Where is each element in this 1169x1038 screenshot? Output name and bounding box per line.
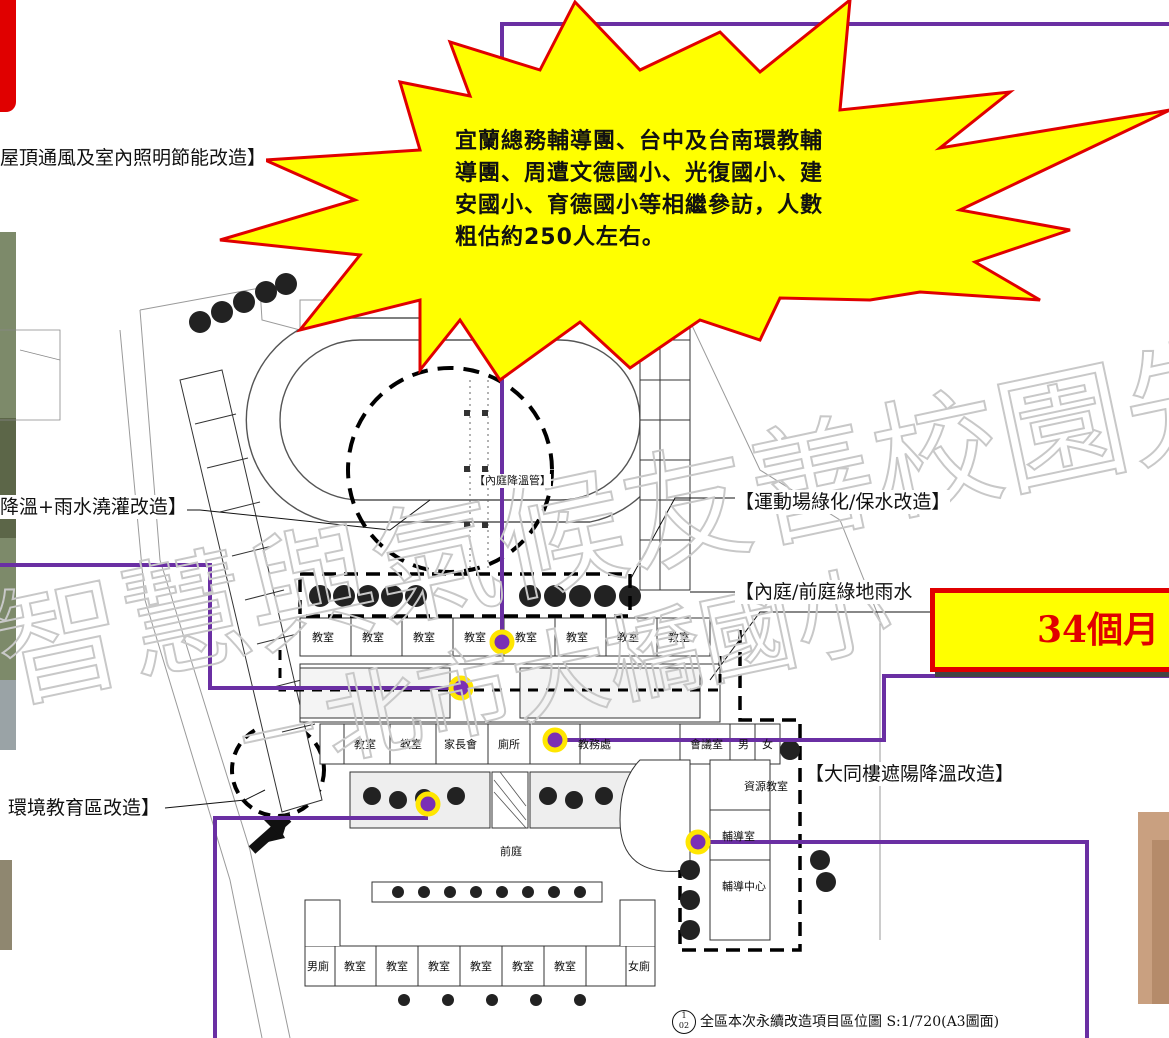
left-wing-building xyxy=(179,369,323,813)
room-label: 教室 xyxy=(512,959,534,973)
courtyard-label: 前庭 xyxy=(500,844,522,858)
label-roof-ventilation: 屋頂通風及室內照明節能改造】 xyxy=(0,146,267,170)
inner-cooling-zone xyxy=(346,366,554,574)
room-label: 教室 xyxy=(470,959,492,973)
env-edu-zone xyxy=(230,722,326,818)
room-label: 女廁 xyxy=(628,959,650,973)
room-label: 教室 xyxy=(386,959,408,973)
label-cooling-rain: 降溫+雨水澆灌改造】 xyxy=(0,495,187,519)
room-label: 教室 xyxy=(515,630,537,644)
room-label: 教室 xyxy=(354,737,376,751)
room-label: 男 xyxy=(738,738,749,751)
label-env-edu: 環境教育區改造】 xyxy=(8,796,161,820)
side-building xyxy=(709,759,771,941)
marker-env-edu[interactable] xyxy=(415,791,441,817)
bottom-classroom-row xyxy=(304,945,656,987)
marker-cooling[interactable] xyxy=(448,675,474,701)
room-label: 教室 xyxy=(312,630,334,644)
room-label: 男廁 xyxy=(307,959,329,973)
room-label: 教室 xyxy=(344,959,366,973)
room-label: 教室 xyxy=(362,630,384,644)
room-label: 教室 xyxy=(617,630,639,644)
purple-callout-lines xyxy=(0,22,1169,1038)
room-label: 女 xyxy=(762,737,773,751)
red-corner-tab xyxy=(0,0,16,112)
room-label: 教室 xyxy=(554,959,576,973)
label-inner-cooling: 【內庭降溫管】 xyxy=(474,474,551,488)
room-label: 教室 xyxy=(413,630,435,644)
room-label: 教室 xyxy=(400,737,422,751)
room-label: 資源教室 xyxy=(744,779,788,793)
label-sports-field: 【運動場綠化/保水改造】 xyxy=(735,490,951,514)
room-label: 廁所 xyxy=(498,737,520,751)
room-label: 會議室 xyxy=(690,737,723,751)
callout-burst xyxy=(219,0,1169,383)
site-markers xyxy=(415,629,711,855)
room-label: 教務處 xyxy=(578,737,611,751)
marker-datong[interactable] xyxy=(685,829,711,855)
marker-office[interactable] xyxy=(542,727,568,753)
room-label: 輔導室 xyxy=(722,829,755,843)
room-label: 教室 xyxy=(428,959,450,973)
callout-text: 宜蘭總務輔導團、台中及台南環教輔導團、周遭文德國小、光復國小、建安國小、育德國小… xyxy=(455,129,824,250)
duration-badge: 34個月 xyxy=(930,588,1169,672)
marker-sports-field[interactable] xyxy=(489,629,515,655)
watermark: 智慧與氣候友善校園先導 －北市大橋國小 xyxy=(0,290,1169,801)
label-datong: 【大同樓遮陽降溫改造】 xyxy=(805,762,1015,786)
room-label: 教室 xyxy=(668,630,690,644)
room-label: 教室 xyxy=(566,630,588,644)
room-label: 家長會 xyxy=(444,737,477,751)
room-label: 教室 xyxy=(464,630,486,644)
label-courtyard: 【內庭/前庭綠地雨水 xyxy=(735,580,930,604)
caption-text: 全區本次永續改造項目區位圖 S:1/720(A3圖面) xyxy=(700,1014,1000,1030)
room-label: 輔導中心 xyxy=(722,879,766,893)
